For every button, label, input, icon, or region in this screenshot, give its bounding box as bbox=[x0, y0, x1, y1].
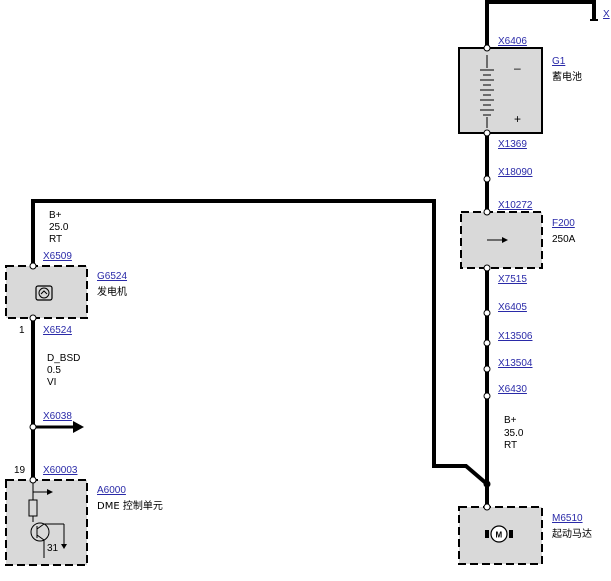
starter-motor-icon bbox=[485, 525, 513, 543]
wires bbox=[31, 0, 598, 507]
connector-x6509[interactable]: X6509 bbox=[43, 251, 72, 262]
junction-x6038 bbox=[29, 423, 37, 431]
fuse-id-link[interactable]: F200 bbox=[552, 218, 575, 229]
battery-name: 蓄电池 bbox=[552, 70, 582, 83]
wire-top-right bbox=[487, 0, 596, 20]
connector-x1369[interactable]: X1369 bbox=[498, 139, 527, 150]
connector-x6405[interactable]: X6405 bbox=[498, 302, 527, 313]
gen-wire-color: RT bbox=[49, 234, 62, 245]
connector-x6038[interactable]: X6038 bbox=[43, 411, 72, 422]
connector-x6524[interactable]: X6524 bbox=[43, 325, 72, 336]
dme-id-link[interactable]: A6000 bbox=[97, 485, 126, 496]
gen-wire-signal: B+ bbox=[49, 210, 62, 221]
dme-pin-top-number: 19 bbox=[14, 465, 26, 476]
connector-x-top-right[interactable]: X bbox=[603, 9, 610, 20]
connector-dots bbox=[29, 44, 491, 511]
connector-x60003[interactable]: X60003 bbox=[43, 465, 78, 476]
starter-motor-symbol: M bbox=[496, 531, 503, 540]
connector-x13504[interactable]: X13504 bbox=[498, 358, 533, 369]
dme-box[interactable] bbox=[5, 479, 88, 566]
battery-minus-label: – bbox=[514, 61, 521, 75]
dme-arrow bbox=[47, 489, 53, 495]
fuse-symbol-arrow bbox=[502, 237, 508, 243]
dme-wire-size: 0.5 bbox=[47, 365, 61, 376]
connector-x13506[interactable]: X13506 bbox=[498, 331, 533, 342]
gen-wire-size: 25.0 bbox=[49, 222, 69, 233]
dme-name: DME 控制单元 bbox=[97, 499, 163, 512]
arrow-x6038 bbox=[73, 421, 84, 433]
generator-icon bbox=[35, 285, 53, 301]
connector-x7515[interactable]: X7515 bbox=[498, 274, 527, 285]
dme-wire-color: VI bbox=[47, 377, 56, 388]
connector-x18090[interactable]: X18090 bbox=[498, 167, 533, 178]
junction-starter bbox=[483, 480, 491, 488]
starter-wire-color: RT bbox=[504, 440, 517, 451]
dme-pin-ground-number: 31 bbox=[47, 543, 59, 554]
generator-name: 发电机 bbox=[97, 285, 127, 298]
connector-x10272[interactable]: X10272 bbox=[498, 200, 533, 211]
battery-id-link[interactable]: G1 bbox=[552, 56, 566, 67]
battery-plus-label: + bbox=[514, 112, 521, 126]
dme-ground-arrow bbox=[61, 544, 67, 549]
wire-gen-supply bbox=[31, 199, 489, 486]
starter-id-link[interactable]: M6510 bbox=[552, 513, 583, 524]
starter-name: 起动马达 bbox=[552, 528, 592, 540]
generator-id-link[interactable]: G6524 bbox=[97, 271, 127, 282]
generator-pin-number: 1 bbox=[19, 325, 25, 336]
connector-x6430[interactable]: X6430 bbox=[498, 384, 527, 395]
starter-wire-size: 35.0 bbox=[504, 428, 524, 439]
starter-wire-signal: B+ bbox=[504, 415, 517, 426]
dme-internal-circuit bbox=[28, 480, 65, 558]
battery-symbol bbox=[480, 55, 494, 128]
battery-box[interactable] bbox=[458, 47, 543, 134]
fuse-rating: 250A bbox=[552, 234, 576, 245]
generator-box[interactable] bbox=[5, 265, 88, 319]
connector-x6406[interactable]: X6406 bbox=[498, 36, 527, 47]
dme-wire-signal: D_BSD bbox=[47, 353, 80, 364]
